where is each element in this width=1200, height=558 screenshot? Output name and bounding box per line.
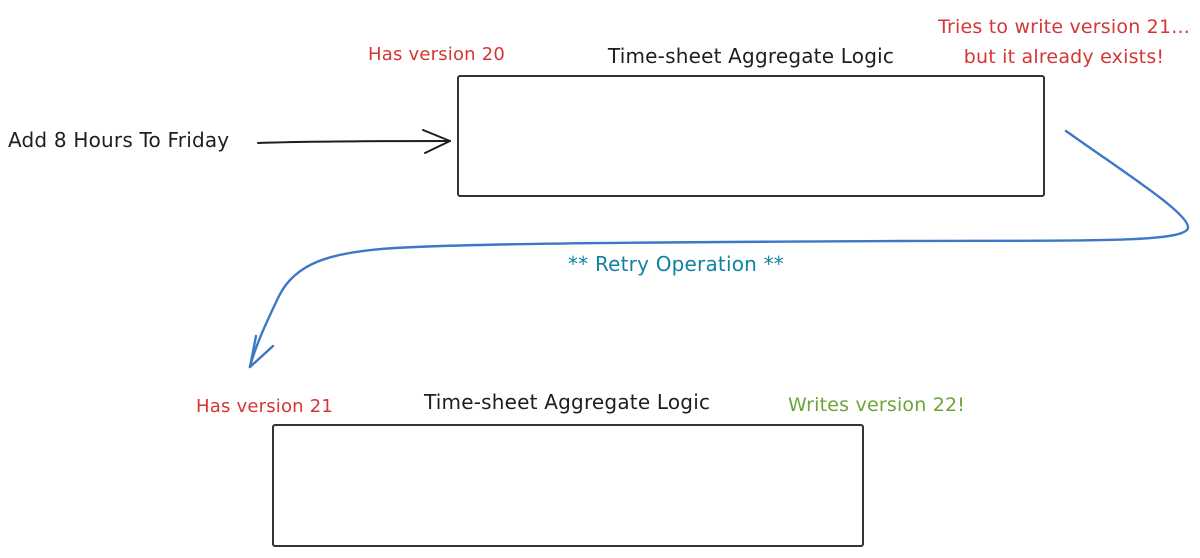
- top-version-label: Has version 20: [368, 44, 506, 65]
- bottom-aggregate-box: [272, 424, 864, 547]
- success-note: Writes version 22!: [788, 394, 966, 416]
- conflict-note-line1: Tries to write version 21...: [938, 16, 1190, 38]
- top-box-title: Time-sheet Aggregate Logic: [607, 44, 895, 68]
- command-label: Add 8 Hours To Friday: [8, 128, 230, 152]
- bottom-box-title: Time-sheet Aggregate Logic: [424, 390, 711, 414]
- command-arrow-icon: [257, 129, 451, 154]
- conflict-note-line2: but it already exists!: [963, 46, 1165, 68]
- conflict-note: Tries to write version 21... but it alre…: [930, 12, 1198, 72]
- top-aggregate-box: [457, 75, 1045, 197]
- bottom-version-label: Has version 21: [196, 396, 334, 417]
- retry-operation-label: ** Retry Operation **: [567, 252, 784, 276]
